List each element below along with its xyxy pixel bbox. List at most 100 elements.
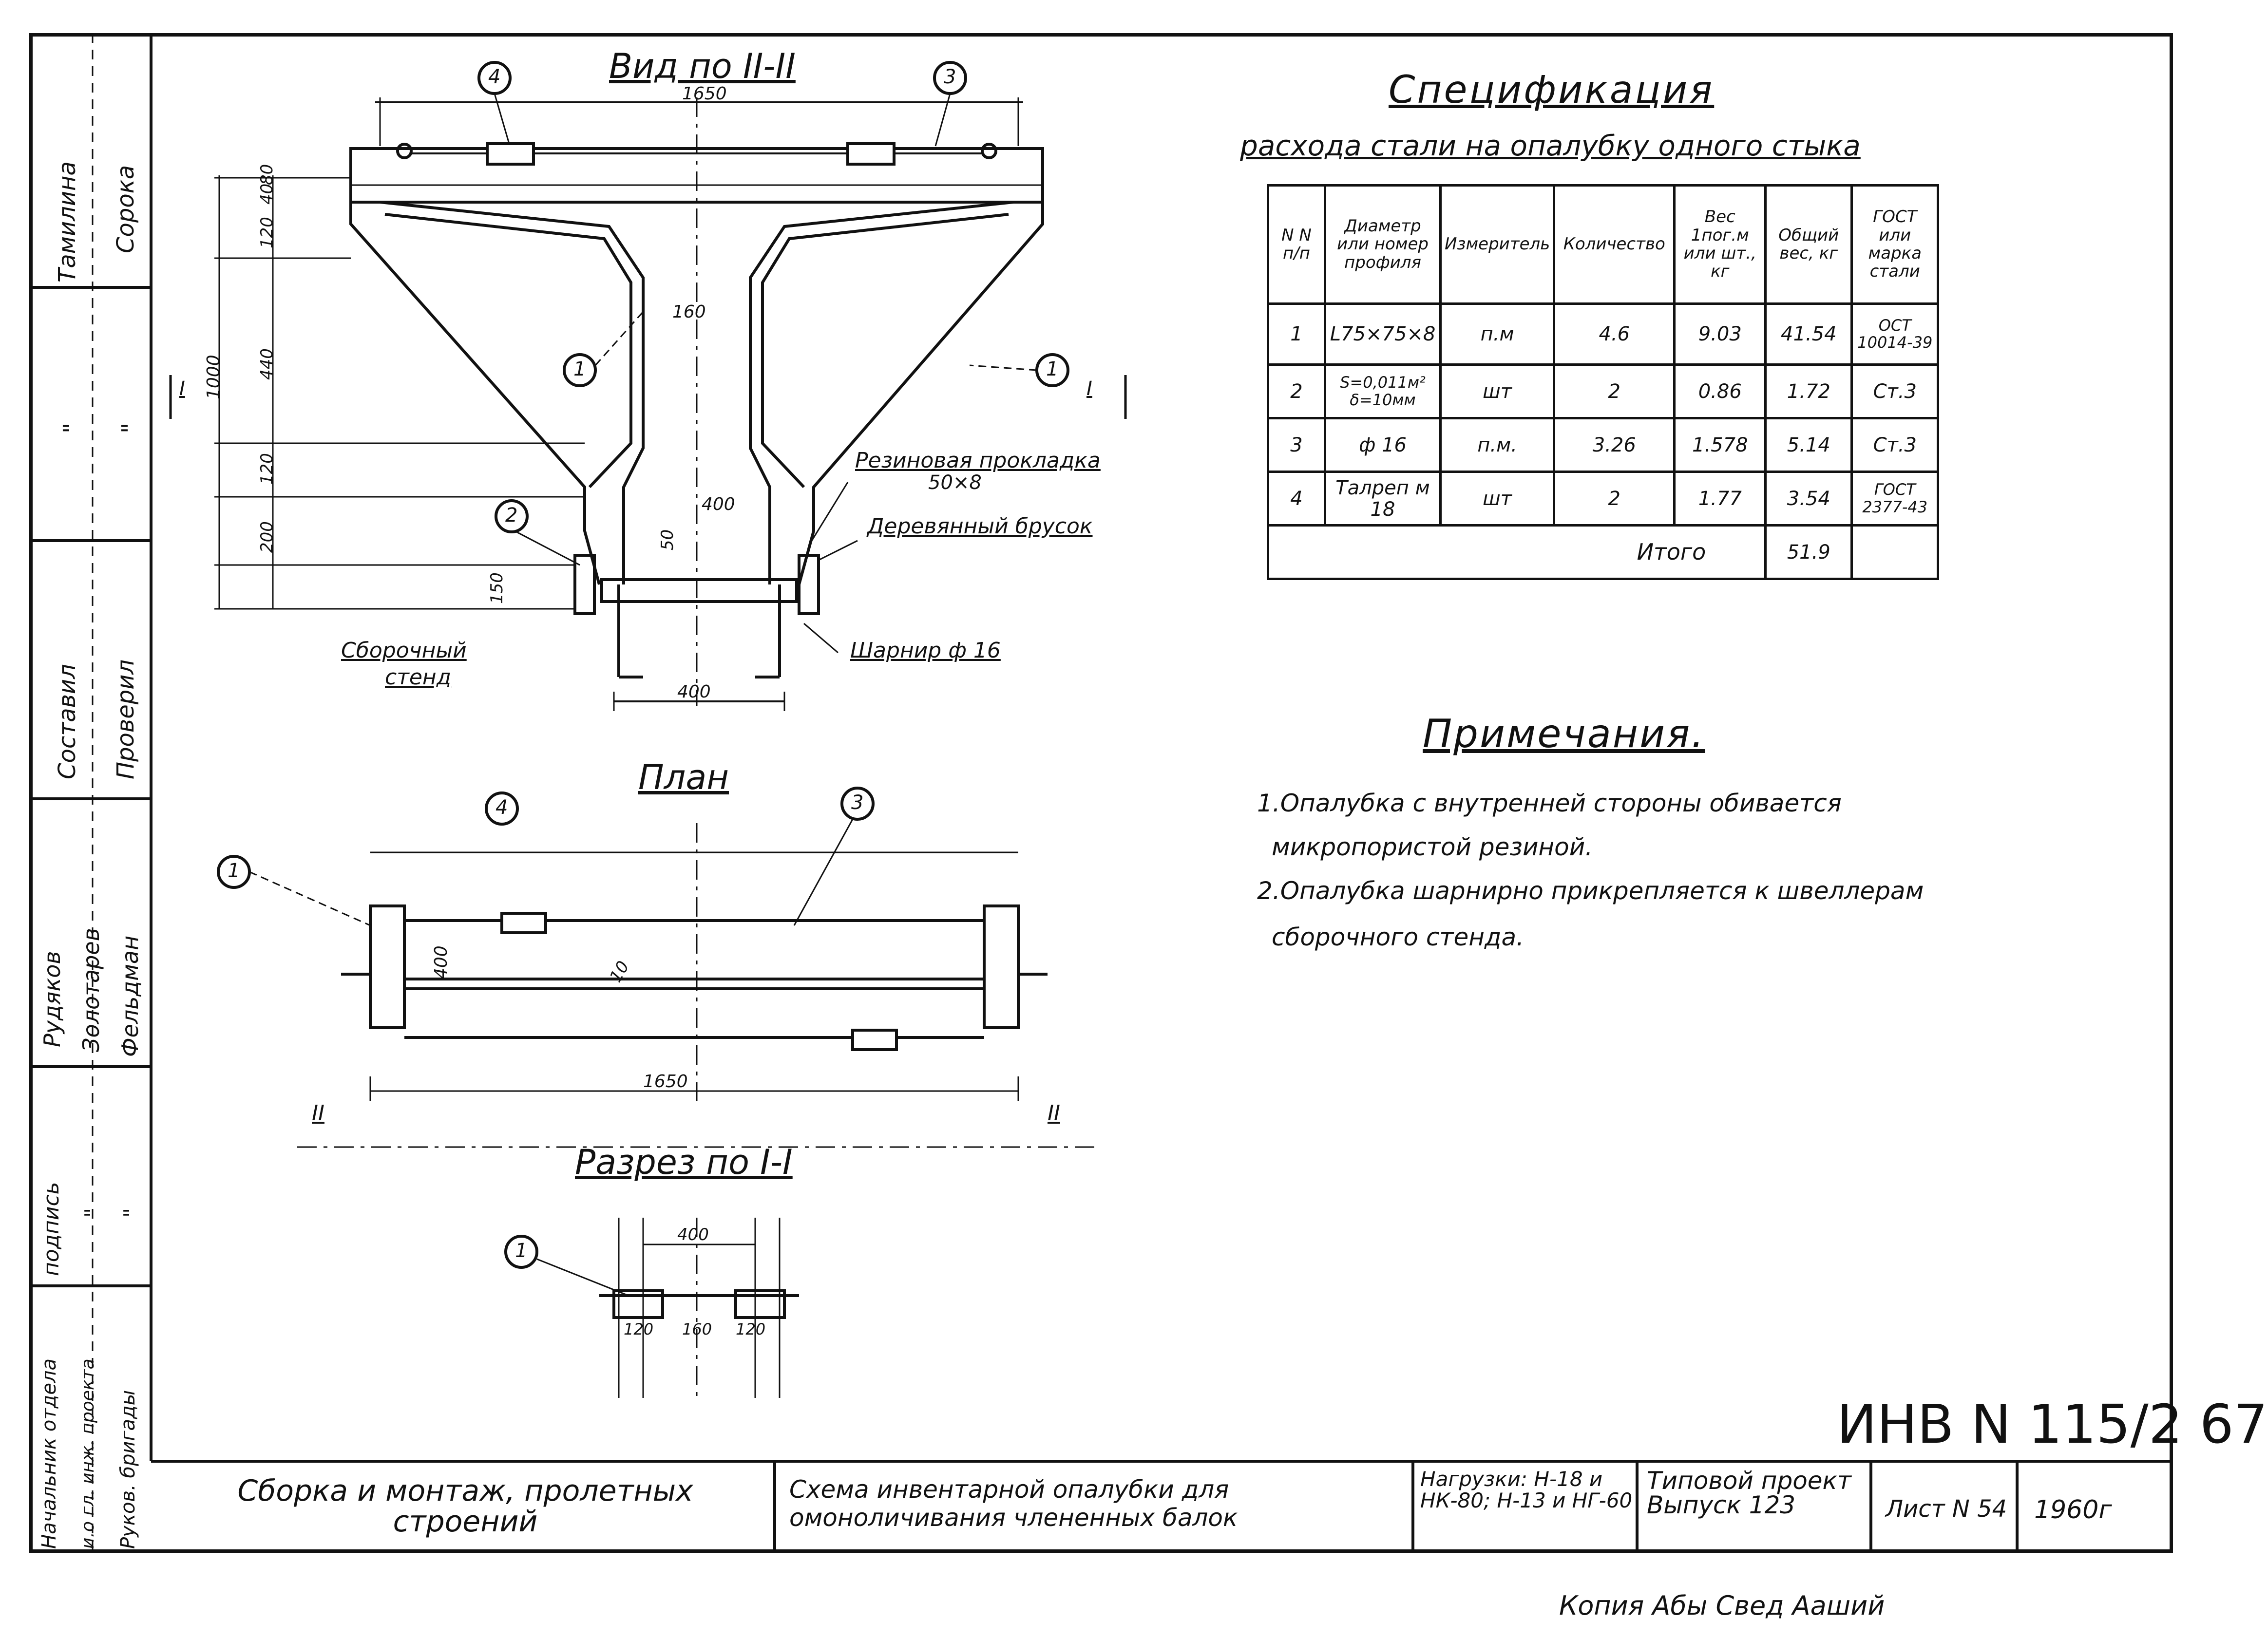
dim-400-section: 400 xyxy=(677,1225,709,1244)
dim-120-section-right: 120 xyxy=(736,1320,766,1338)
titleblock-year: 1960г xyxy=(2034,1495,2112,1525)
dim-200: 200 xyxy=(257,521,277,553)
spec-cell-empty xyxy=(1850,524,1940,580)
note-1a: 1.Опалубка с внутренней стороны обиваетс… xyxy=(1257,789,1842,817)
sidebar-team-lead: Руков. бригады xyxy=(117,1390,139,1549)
table-row: 2 S=0,011м² δ=10мм шт 2 0.86 1.72 Ст.3 xyxy=(1267,363,1940,419)
titleblock-assembly: Сборка и монтаж, пролетных строений xyxy=(237,1474,693,1539)
spec-header-unit-weight: Вес 1пог.м или шт., кг xyxy=(1673,184,1767,305)
titleblock-sheet: Лист N 54 xyxy=(1886,1495,2007,1523)
sidebar-signature: подпись xyxy=(39,1182,64,1276)
dim-1000: 1000 xyxy=(204,355,224,399)
plan-title: План xyxy=(638,757,729,797)
note-2a: 2.Опалубка шарнирно прикрепляется к швел… xyxy=(1257,877,1924,905)
dim-120-section-left: 120 xyxy=(624,1320,654,1338)
spec-cell: 1 xyxy=(1267,302,1326,366)
sidebar-ditto-3: " xyxy=(80,1207,105,1218)
callout-1-right: 1 xyxy=(1046,358,1059,380)
sidebar-ditto-4: " xyxy=(119,1207,144,1218)
drawing-frame xyxy=(29,33,2173,1553)
spec-cell: 4.6 xyxy=(1553,302,1676,366)
spec-cell: 3.26 xyxy=(1553,417,1676,473)
dim-120-top: 120 xyxy=(257,217,277,248)
spec-title: Спецификация xyxy=(1389,68,1715,112)
dim-160: 160 xyxy=(672,302,706,322)
spec-cell: 41.54 xyxy=(1764,302,1853,366)
spec-table: N N п/п Диаметр или номер профиля Измери… xyxy=(1266,184,1940,580)
spec-cell: 0.86 xyxy=(1673,363,1767,419)
spec-cell: шт xyxy=(1439,471,1556,527)
view-title: Вид по II-II xyxy=(609,46,796,86)
section-title: Разрез по I-I xyxy=(575,1142,793,1182)
callout-2: 2 xyxy=(505,504,518,527)
spec-cell: Ст.3 xyxy=(1850,363,1940,419)
spec-cell: 3.54 xyxy=(1764,471,1853,527)
spec-cell: S=0,011м² δ=10мм xyxy=(1324,363,1442,419)
label-rubber-gasket: Резиновая прокладка xyxy=(855,448,1101,473)
titleblock-project: Типовой проект Выпуск 123 xyxy=(1647,1467,1851,1519)
note-2b: сборочного стенда. xyxy=(1272,923,1524,951)
dim-150: 150 xyxy=(487,572,507,604)
spec-cell: 1.578 xyxy=(1673,417,1767,473)
callout-1-left: 1 xyxy=(573,358,586,380)
label-wood-block: Деревянный брусок xyxy=(867,514,1093,539)
sidebar-chief-engineer: и.о гл. инж. проекта xyxy=(78,1358,98,1549)
spec-header-row: N N п/п Диаметр или номер профиля Измери… xyxy=(1267,184,1940,305)
label-stand-2: стенд xyxy=(385,665,452,690)
spec-subtitle: расхода стали на опалубку одного стыка xyxy=(1240,129,1861,162)
spec-total-row: Итого 51.9 xyxy=(1266,524,1940,580)
spec-total-value: 51.9 xyxy=(1764,524,1853,580)
spec-cell: 2 xyxy=(1553,363,1676,419)
dim-1650-top: 1650 xyxy=(682,84,727,104)
spec-header-num: N N п/п xyxy=(1267,184,1326,305)
spec-cell: шт xyxy=(1439,363,1556,419)
spec-cell: 1.77 xyxy=(1673,471,1767,527)
spec-cell: Ст.3 xyxy=(1850,417,1940,473)
spec-header-profile: Диаметр или номер профиля xyxy=(1324,184,1442,305)
note-1b: микропористой резиной. xyxy=(1272,833,1593,861)
spec-total-label: Итого xyxy=(1266,524,1767,580)
dim-40: 40 xyxy=(257,183,277,205)
dim-80: 80 xyxy=(257,164,277,185)
spec-cell: п.м xyxy=(1439,302,1556,366)
sidebar-head-dept: Начальник отдела xyxy=(38,1358,60,1549)
dim-440: 440 xyxy=(257,348,277,380)
spec-cell: 5.14 xyxy=(1764,417,1853,473)
section-mark-II-right: II xyxy=(1048,1101,1060,1126)
spec-cell: 4 xyxy=(1267,471,1326,527)
sidebar-name-feldman: Фельдман xyxy=(117,935,143,1057)
spec-header-qty: Количество xyxy=(1553,184,1676,305)
table-row: 4 Талреп м 18 шт 2 1.77 3.54 ГОСТ 2377-4… xyxy=(1267,471,1940,527)
sidebar-ditto-2: " xyxy=(117,422,144,433)
table-row: 1 L75×75×8 п.м 4.6 9.03 41.54 ОСТ 10014-… xyxy=(1267,302,1940,366)
document-code: ИНВ N 115/2 67 xyxy=(1837,1393,2268,1455)
dim-50: 50 xyxy=(658,529,677,550)
dim-400-plan: 400 xyxy=(431,945,451,979)
dim-400-bottom: 400 xyxy=(677,682,711,702)
sidebar-compiled: Составил xyxy=(54,664,81,779)
dim-120-mid: 120 xyxy=(257,453,277,485)
dim-160-section: 160 xyxy=(682,1320,712,1338)
callout-3: 3 xyxy=(944,66,956,88)
spec-cell: 2 xyxy=(1267,363,1326,419)
callout-3-plan: 3 xyxy=(851,791,864,814)
sidebar-name-tamilina: Тамилина xyxy=(54,161,81,283)
spec-cell: 1.72 xyxy=(1764,363,1853,419)
spec-header-total-weight: Общий вес, кг xyxy=(1764,184,1853,305)
spec-cell: ф 16 xyxy=(1324,417,1442,473)
spec-header-gost: ГОСТ или марка стали xyxy=(1850,184,1940,305)
titleblock-loads: Нагрузки: Н-18 и НК-80; Н-13 и НГ-60 xyxy=(1420,1467,1633,1513)
spec-cell: п.м. xyxy=(1439,417,1556,473)
spec-cell: 9.03 xyxy=(1673,302,1767,366)
titleblock-scheme: Схема инвентарной опалубки для омоноличи… xyxy=(789,1475,1238,1532)
table-row: 3 ф 16 п.м. 3.26 1.578 5.14 Ст.3 xyxy=(1267,417,1940,473)
sidebar-ditto-1: " xyxy=(58,422,86,433)
sidebar-checked: Проверил xyxy=(112,659,139,779)
spec-cell: 2 xyxy=(1553,471,1676,527)
section-mark-I-left: I xyxy=(179,377,185,400)
spec-cell: ОСТ 10014-39 xyxy=(1850,302,1940,366)
callout-1-section: 1 xyxy=(515,1240,528,1262)
label-hinge: Шарнир ф 16 xyxy=(850,638,1001,663)
spec-cell: ГОСТ 2377-43 xyxy=(1850,471,1940,527)
spec-header-unit: Измеритель xyxy=(1439,184,1556,305)
